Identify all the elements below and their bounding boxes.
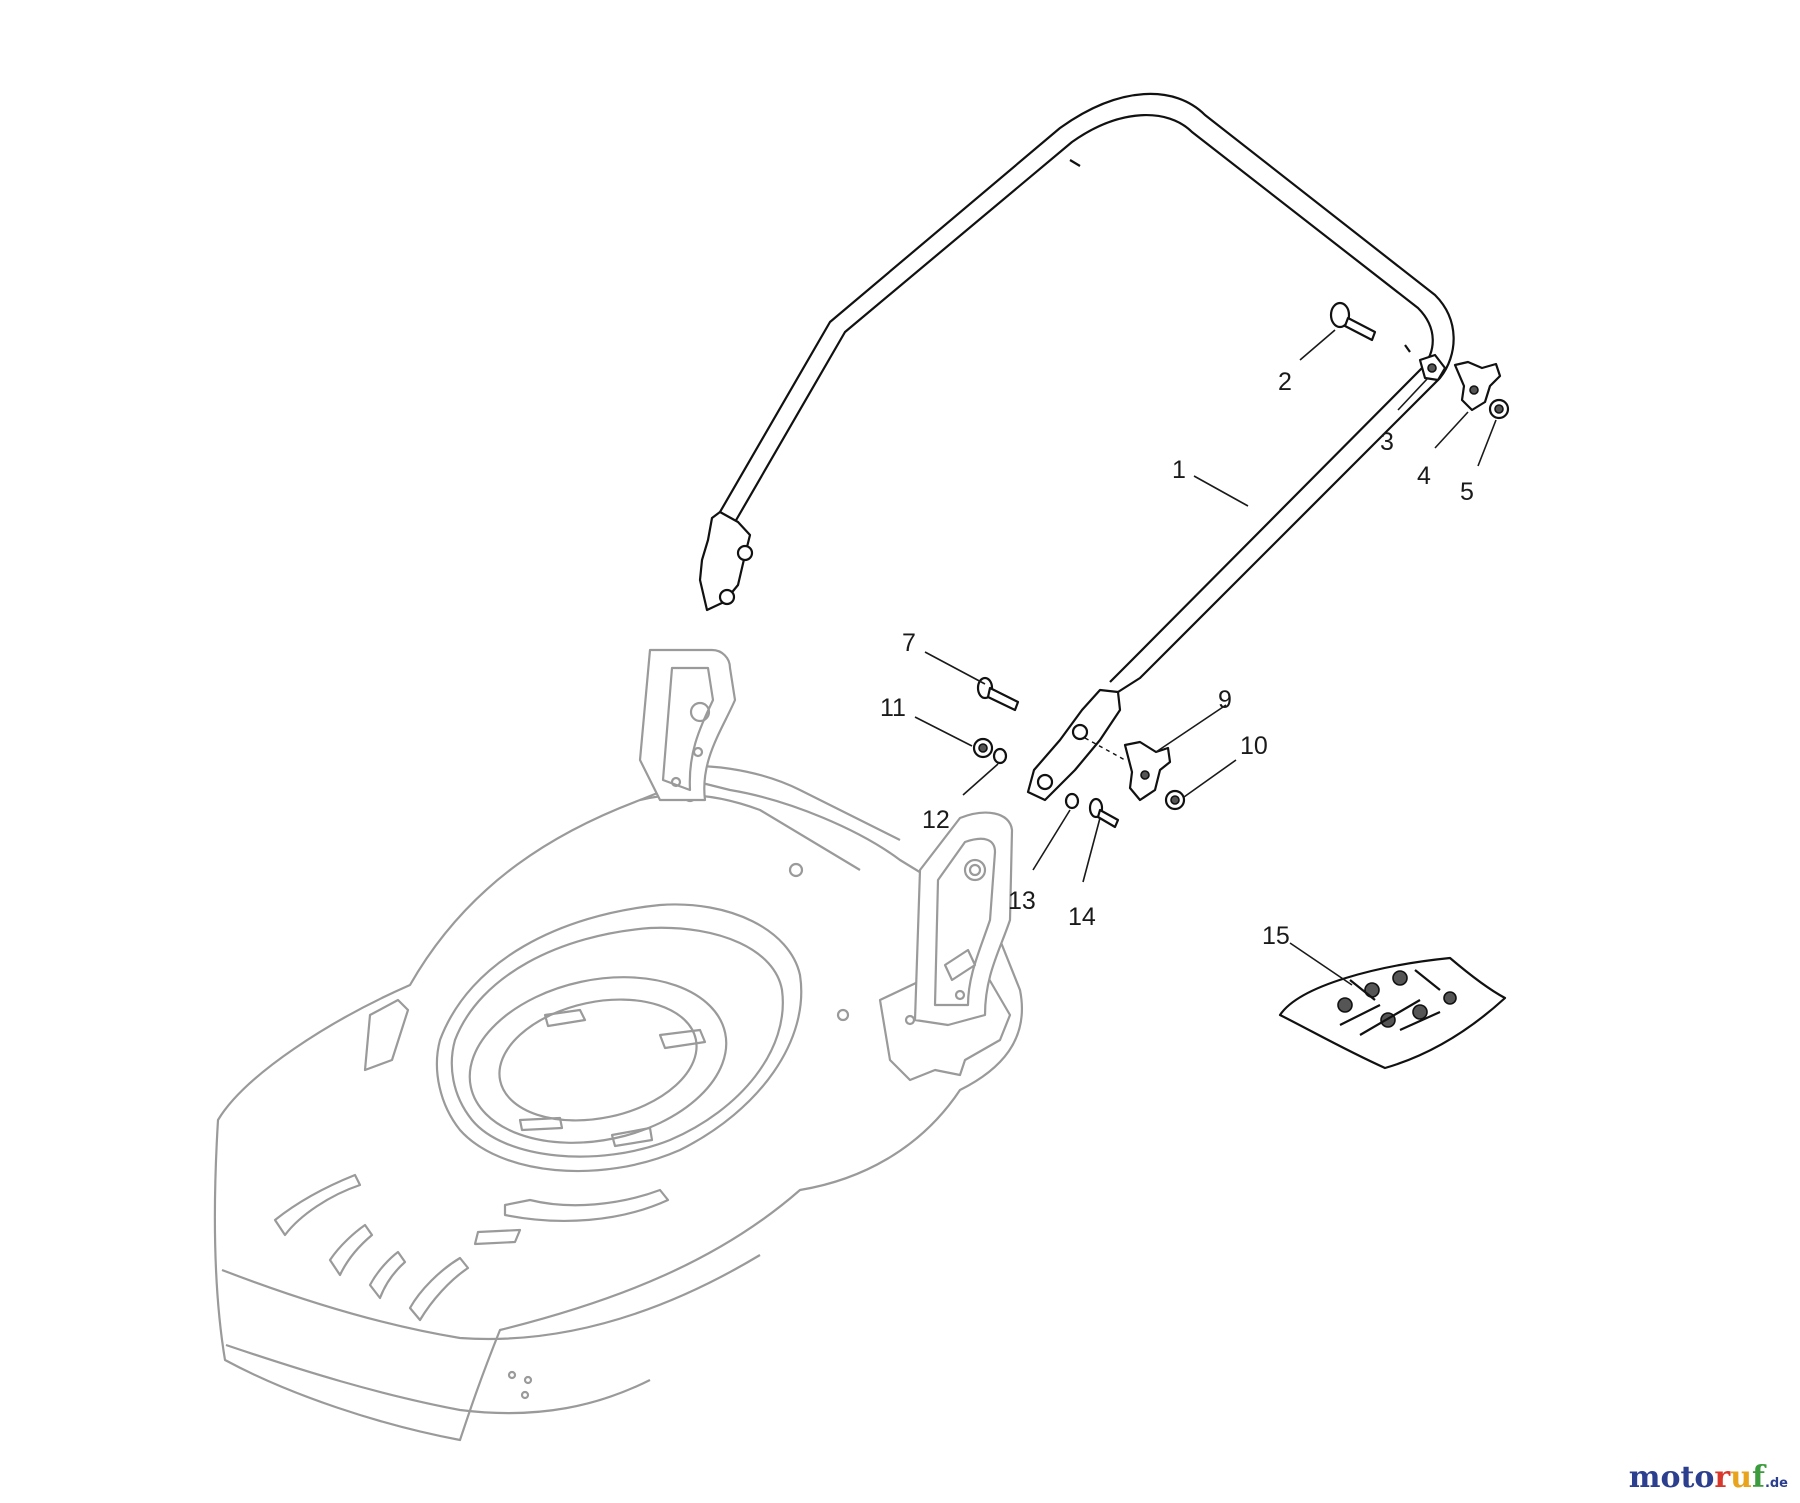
callout-1: 1 (1172, 456, 1186, 484)
watermark-brand-moto: moto (1628, 1460, 1715, 1495)
watermark-domain-suffix: .de (1764, 1476, 1788, 1491)
leader-5 (1477, 419, 1497, 467)
leader-15 (1289, 942, 1353, 986)
leader-14 (1082, 817, 1101, 883)
nut-upper (1488, 398, 1510, 420)
callout-labels: 1 2 3 4 5 7 9 10 11 12 13 14 15 (880, 368, 1474, 950)
motoruf-watermark: motoruf.de (1629, 1460, 1788, 1495)
bolt-upper (1329, 301, 1377, 342)
leader-7 (924, 651, 986, 685)
wing-knob-upper (1453, 360, 1502, 412)
callout-7: 7 (902, 629, 916, 657)
leader-lines (914, 329, 1497, 986)
callout-5: 5 (1460, 478, 1474, 506)
leader-4 (1434, 411, 1469, 449)
watermark-brand-u: u (1730, 1460, 1753, 1495)
washer-lower-right (1064, 792, 1080, 810)
handle-bracket-right (913, 811, 1014, 1027)
leader-12 (962, 763, 999, 796)
callout-9: 9 (1218, 686, 1232, 714)
callout-3: 3 (1380, 428, 1394, 456)
callout-4: 4 (1417, 462, 1431, 490)
leader-13 (1032, 809, 1071, 871)
leader-3 (1397, 377, 1429, 411)
leader-11 (914, 716, 973, 747)
leader-1 (1193, 475, 1249, 507)
bolt-lower-right (1088, 797, 1120, 829)
nut-lower-left (972, 737, 994, 759)
leader-2 (1299, 329, 1336, 361)
watermark-brand-f: f (1752, 1460, 1765, 1495)
handle-bracket-left (638, 648, 737, 802)
mower-deck (213, 765, 1023, 1442)
wing-knob-lower (1123, 740, 1172, 802)
watermark-brand-r: r (1714, 1460, 1731, 1495)
callout-12: 12 (922, 806, 950, 834)
leader-9 (1155, 704, 1227, 753)
callout-2: 2 (1278, 368, 1292, 396)
washer-lower-left (992, 747, 1008, 765)
callout-11: 11 (880, 694, 906, 722)
callout-14: 14 (1068, 903, 1096, 931)
hardware-kit-bag (1278, 956, 1507, 1070)
nut-lower-right (1164, 789, 1186, 811)
callout-13: 13 (1008, 887, 1036, 915)
callout-15: 15 (1262, 922, 1290, 950)
callout-10: 10 (1240, 732, 1268, 760)
spacer-upper (1418, 353, 1447, 382)
leader-10 (1183, 759, 1237, 798)
handle-tube (698, 92, 1455, 802)
